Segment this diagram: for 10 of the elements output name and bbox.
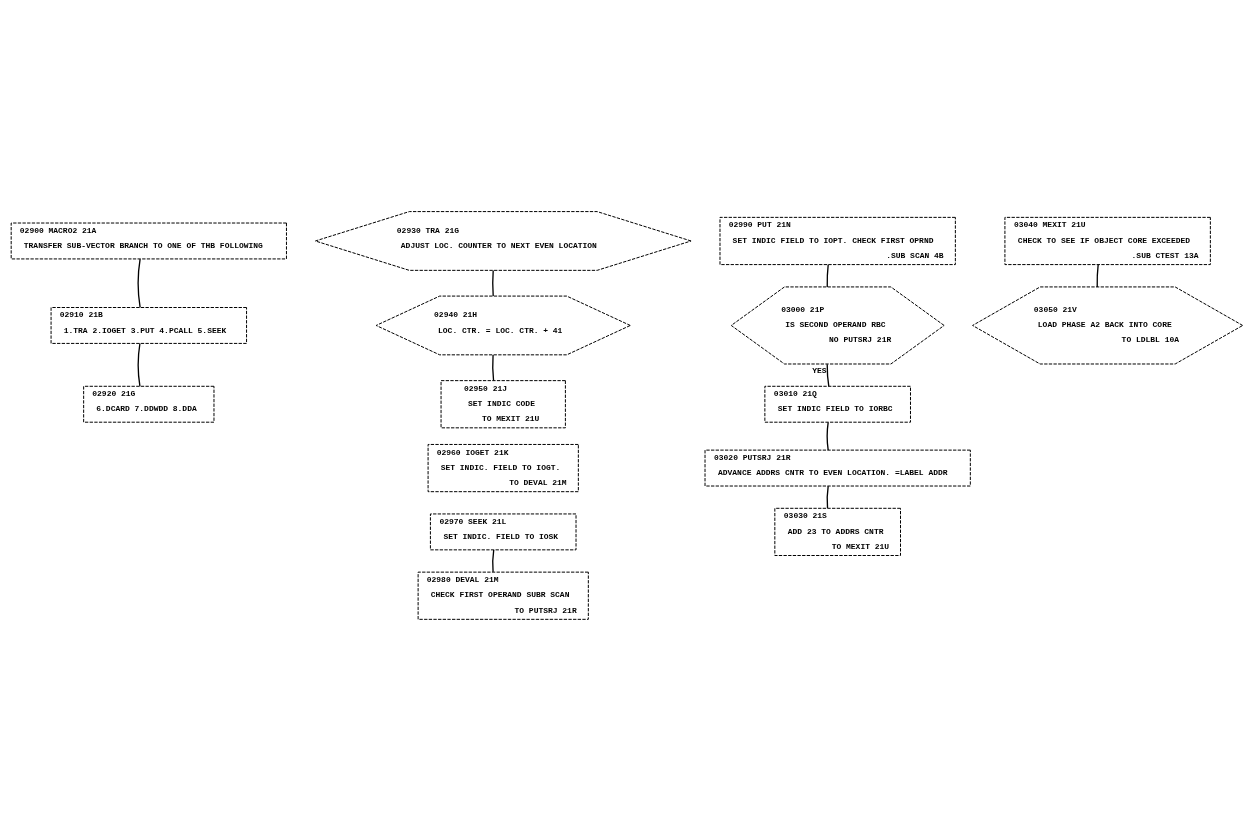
- connector: [1096, 263, 1099, 288]
- connector: [137, 342, 141, 387]
- connector: [826, 484, 829, 509]
- connector: [826, 263, 829, 288]
- connector: [492, 548, 495, 573]
- connector: [826, 421, 829, 451]
- connector: [826, 363, 830, 387]
- connector: [492, 353, 495, 381]
- connector: [492, 269, 494, 297]
- connector: [137, 257, 141, 308]
